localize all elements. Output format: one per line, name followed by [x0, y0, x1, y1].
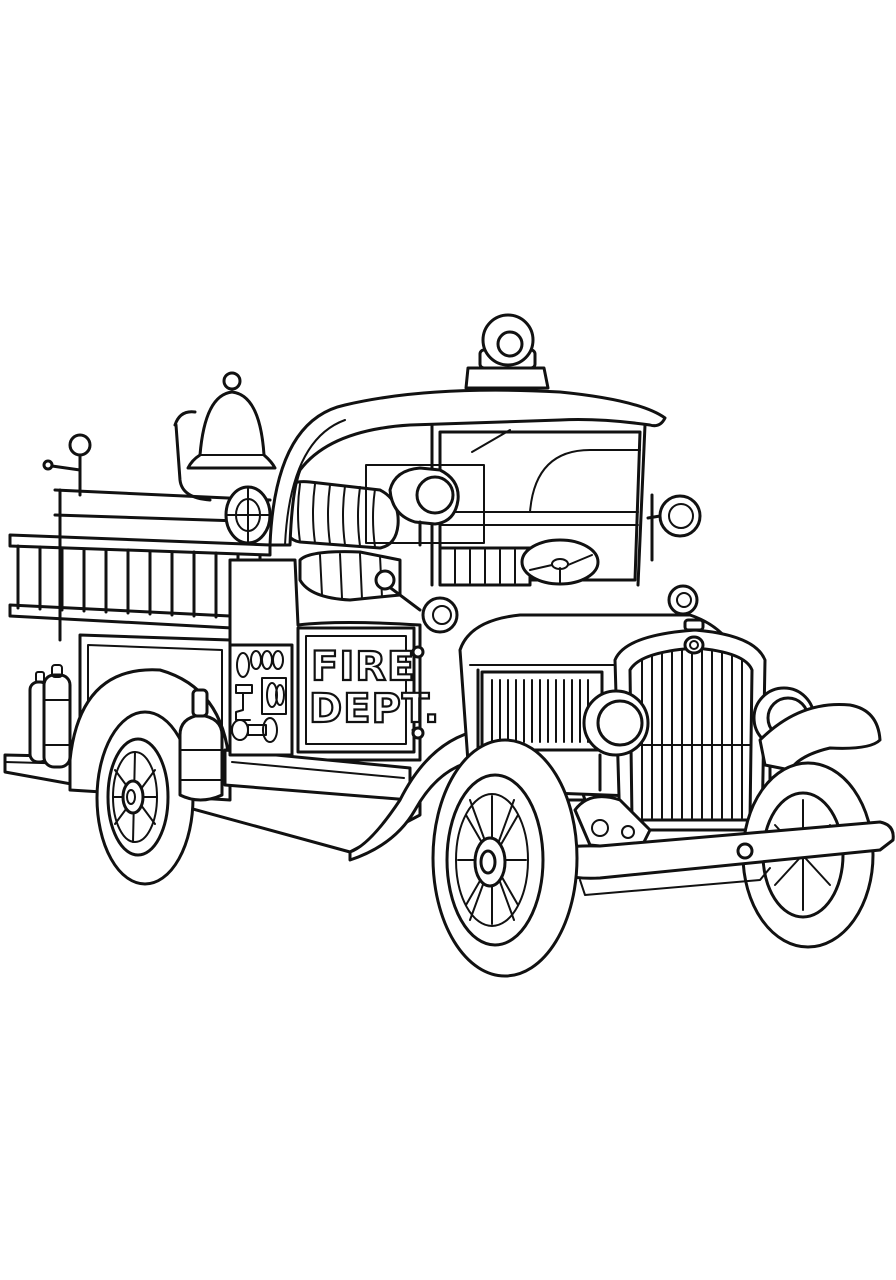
- radiator-grille: [613, 618, 767, 832]
- side-extinguisher: [178, 688, 224, 802]
- steering-wheel: [520, 538, 600, 586]
- right-fender: [758, 702, 882, 772]
- bell: [173, 371, 277, 502]
- hose-reel-wheel: [224, 485, 272, 545]
- pump-controls: [228, 643, 294, 757]
- front-seat: [298, 546, 532, 602]
- cab-canopy: [268, 388, 667, 587]
- front-wheel: [431, 738, 579, 978]
- fire-label-line2: DEPT.: [309, 686, 440, 732]
- coiled-hose: [283, 480, 400, 550]
- roof-siren: [464, 313, 550, 390]
- fire-label-line1: FIRE: [311, 644, 415, 690]
- rear-extinguishers: [28, 664, 72, 769]
- ladder: [8, 433, 272, 642]
- cab-side-lamp: [646, 493, 702, 562]
- hood-emblem: [683, 635, 705, 655]
- side-spotlight: [388, 466, 460, 547]
